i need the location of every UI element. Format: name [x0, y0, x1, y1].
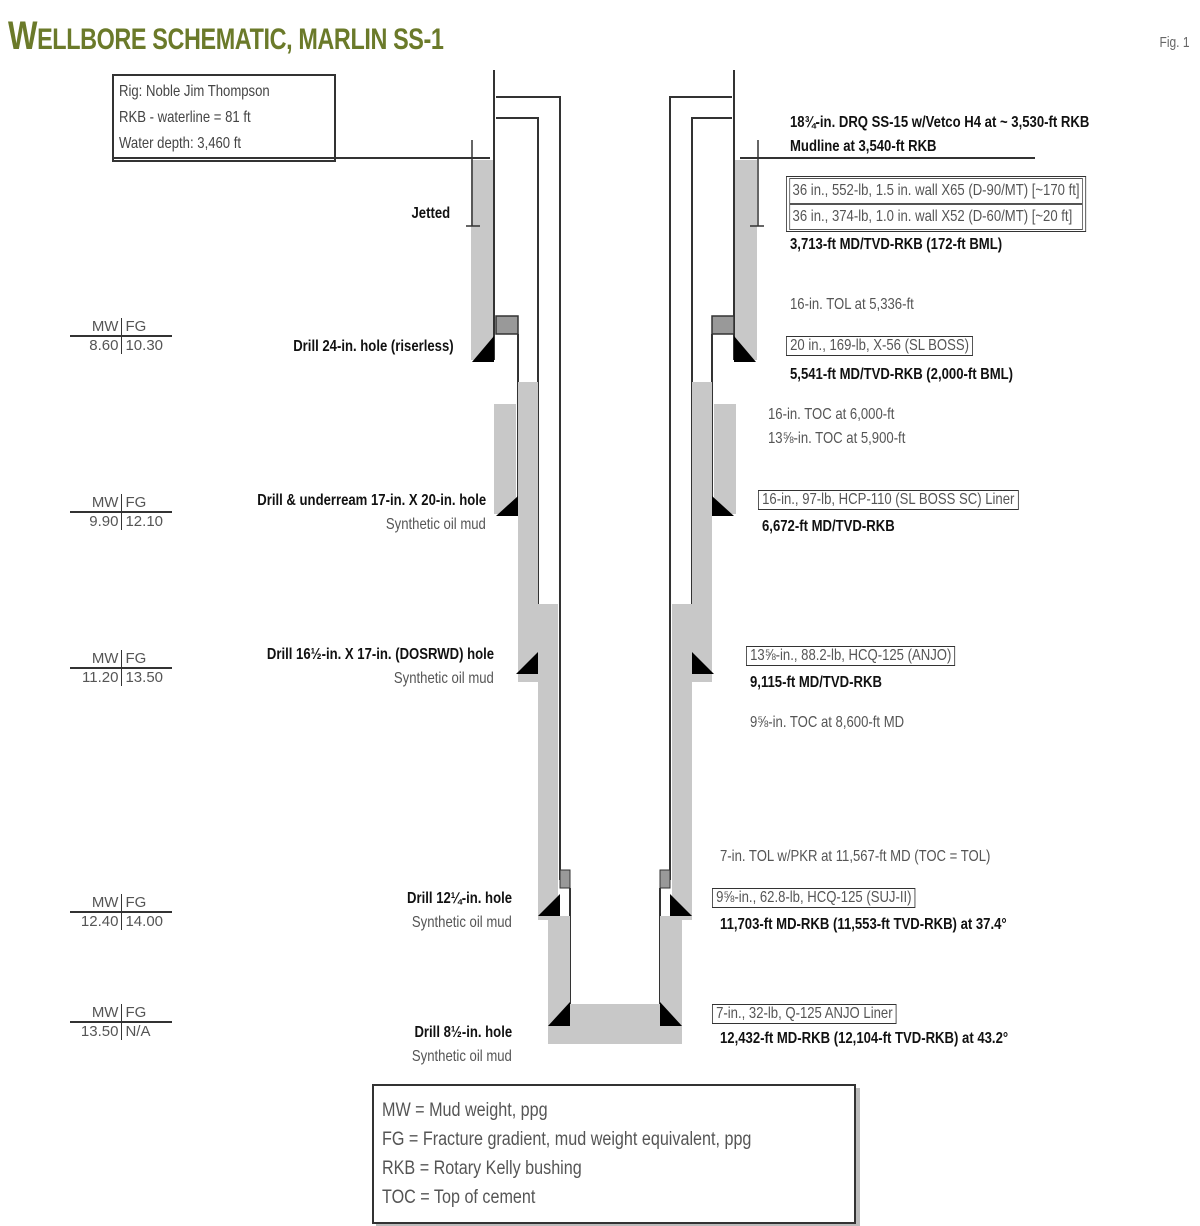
intermediate-casing-box: 13⅝-in., 88.2-lb, HCQ-125 (ANJO) — [746, 646, 956, 666]
title-rest: ELLBORE SCHEMATIC, MARLIN SS-1 — [37, 23, 444, 56]
shoe-24in-left — [472, 336, 494, 362]
mw-value: 13.50 — [70, 1023, 123, 1040]
liner-hanger-left — [495, 315, 519, 335]
wellhead-label: 18¾-in. DRQ SS-15 w/Vetco H4 at ~ 3,530-… — [790, 114, 1090, 131]
mw-value: 12.40 — [70, 913, 123, 930]
mud-8in-label: Synthetic oil mud — [412, 1048, 512, 1065]
page-title: WELLBORE SCHEMATIC, MARLIN SS-1 — [8, 14, 444, 59]
mud-17x20-label: Synthetic oil mud — [386, 516, 486, 533]
conductor-depth: 3,713-ft MD/TVD-RKB (172-ft BML) — [790, 236, 1003, 253]
drill-8in-label: Drill 8½-in. hole — [414, 1024, 512, 1041]
rig-name: Rig: Noble Jim Thompson — [119, 83, 270, 100]
fg-value: 10.30 — [125, 337, 164, 354]
fg-value: N/A — [125, 1023, 151, 1040]
conductor-box: 36 in., 552-lb, 1.5 in. wall X65 (D-90/M… — [786, 176, 1087, 232]
mud-16x17-label: Synthetic oil mud — [394, 670, 494, 687]
drill-17x20-label: Drill & underream 17-in. X 20-in. hole — [257, 492, 486, 509]
surface-casing-box: 20 in., 169-lb, X-56 (SL BOSS) — [786, 336, 974, 356]
liner-16in-depth: 6,672-ft MD/TVD-RKB — [762, 518, 895, 535]
conductor-spec-1: 36 in., 552-lb, 1.5 in. wall X65 (D-90/M… — [789, 178, 1083, 204]
mw-value: 9.90 — [70, 513, 123, 530]
legend-item-toc: TOC = Top of cement — [382, 1187, 536, 1208]
tol-7in: 7-in. TOL w/PKR at 11,567-ft MD (TOC = T… — [720, 848, 991, 865]
liner-7in-box: 7-in., 32-lb, Q-125 ANJO Liner — [712, 1004, 897, 1024]
shoe-24in-right — [734, 336, 756, 362]
tol-16in: 16-in. TOL at 5,336-ft — [790, 296, 914, 313]
conductor-spec-2: 36 in., 374-lb, 1.0 in. wall X52 (D-60/M… — [789, 204, 1083, 230]
fg-value: 12.10 — [125, 513, 164, 530]
toc-13in: 13⅝-in. TOC at 5,900-ft — [768, 430, 906, 447]
mw-value: 8.60 — [70, 337, 123, 354]
rig-info-box: Rig: Noble Jim Thompson RKB - waterline … — [112, 74, 336, 162]
legend-box: MW = Mud weight, ppg FG = Fracture gradi… — [372, 1084, 856, 1224]
title-initial: W — [8, 14, 38, 58]
fg-value: 14.00 — [125, 913, 164, 930]
intermediate-depth: 9,115-ft MD/TVD-RKB — [750, 674, 882, 691]
liner-7in-depth: 12,432-ft MD-RKB (12,104-ft TVD-RKB) at … — [720, 1030, 1009, 1047]
rkb-waterline: RKB - waterline = 81 ft — [119, 109, 251, 126]
drill-16x17-label: Drill 16½-in. X 17-in. (DOSRWD) hole — [266, 646, 494, 663]
drill-12in-label: Drill 12¼-in. hole — [407, 890, 512, 907]
liner-16in-box: 16-in., 97-lb, HCP-110 (SL BOSS SC) Line… — [758, 490, 1019, 510]
water-depth: Water depth: 3,460 ft — [119, 135, 242, 152]
legend-item-rkb: RKB = Rotary Kelly bushing — [382, 1158, 582, 1179]
mud-12in-label: Synthetic oil mud — [412, 914, 512, 931]
mw-value: 11.20 — [70, 669, 123, 686]
toc-16in: 16-in. TOC at 6,000-ft — [768, 406, 895, 423]
fg-value: 13.50 — [125, 669, 164, 686]
conductor-cement-left — [471, 160, 493, 360]
production-casing-box: 9⅝-in., 62.8-lb, HCQ-125 (SUJ-II) — [712, 888, 916, 908]
production-depth: 11,703-ft MD-RKB (11,553-ft TVD-RKB) at … — [720, 916, 1007, 933]
figure-label: Fig. 1 — [1159, 34, 1190, 51]
conductor-cement-right — [735, 160, 757, 360]
legend-item-fg: FG = Fracture gradient, mud weight equiv… — [382, 1129, 752, 1150]
mudline-label: Mudline at 3,540-ft RKB — [790, 138, 937, 155]
drill-24in-label: Drill 24-in. hole (riserless) — [293, 338, 454, 355]
legend-item-mw: MW = Mud weight, ppg — [382, 1100, 548, 1121]
toc-9in: 9⅝-in. TOC at 8,600-ft MD — [750, 714, 905, 731]
jetted-label: Jetted — [411, 205, 450, 222]
liner-hanger-right — [711, 315, 735, 335]
surface-depth: 5,541-ft MD/TVD-RKB (2,000-ft BML) — [790, 366, 1014, 383]
